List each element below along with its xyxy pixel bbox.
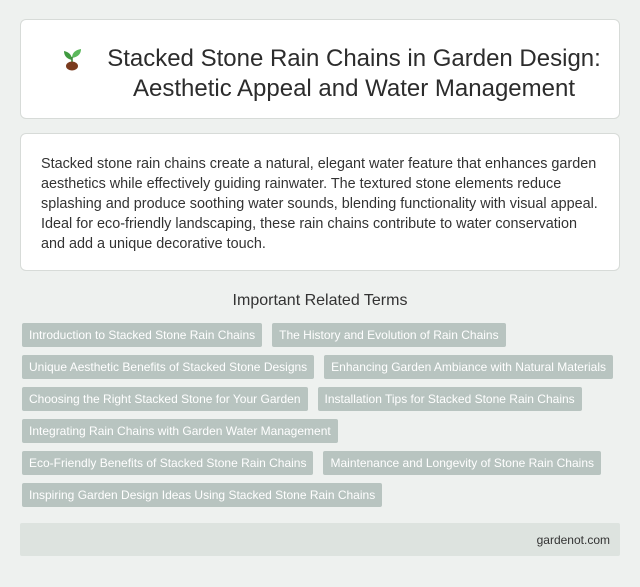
term-tag[interactable]: Enhancing Garden Ambiance with Natural M… — [324, 355, 613, 379]
term-tag[interactable]: Unique Aesthetic Benefits of Stacked Sto… — [22, 355, 315, 379]
term-tag[interactable]: Choosing the Right Stacked Stone for You… — [22, 387, 308, 411]
related-terms-list: Introduction to Stacked Stone Rain Chain… — [20, 323, 620, 507]
footer: gardenot.com — [20, 523, 620, 556]
term-tag[interactable]: Integrating Rain Chains with Garden Wate… — [22, 419, 338, 443]
term-tag[interactable]: Introduction to Stacked Stone Rain Chain… — [22, 323, 263, 347]
term-tag[interactable]: Inspiring Garden Design Ideas Using Stac… — [22, 483, 383, 507]
term-tag[interactable]: Installation Tips for Stacked Stone Rain… — [317, 387, 582, 411]
related-terms-heading: Important Related Terms — [232, 292, 408, 309]
summary-text: Stacked stone rain chains create a natur… — [41, 156, 598, 252]
footer-site-link[interactable]: gardenot.com — [536, 533, 610, 547]
seedling-icon — [64, 49, 81, 71]
title-card: Stacked Stone Rain Chains in Garden Desi… — [20, 19, 620, 119]
page-title: Stacked Stone Rain Chains in Garden Desi… — [107, 45, 601, 102]
term-tag[interactable]: Eco-Friendly Benefits of Stacked Stone R… — [22, 451, 314, 475]
term-tag[interactable]: Maintenance and Longevity of Stone Rain … — [323, 451, 601, 475]
term-tag[interactable]: The History and Evolution of Rain Chains — [272, 323, 506, 347]
summary-card: Stacked stone rain chains create a natur… — [20, 133, 620, 271]
